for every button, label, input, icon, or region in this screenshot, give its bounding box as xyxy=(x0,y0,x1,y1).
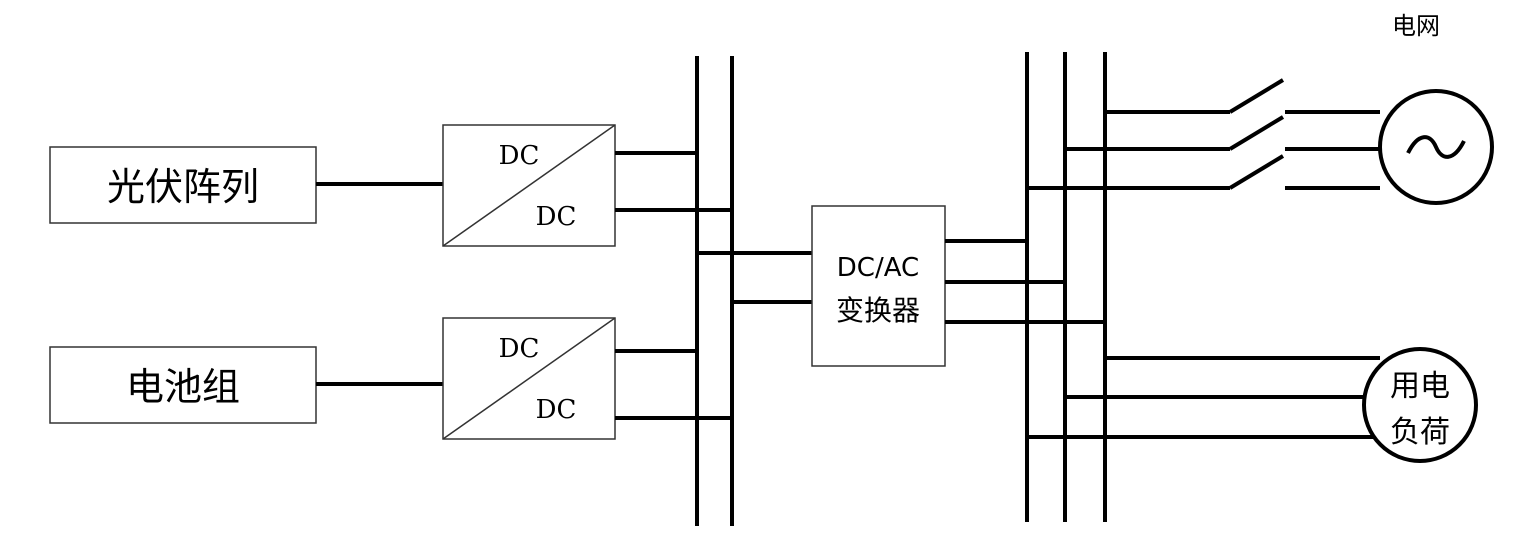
inverter-label-line2: 变换器 xyxy=(836,294,920,327)
grid-label: 电网 xyxy=(1392,12,1440,40)
inverter-label-line1: DC/AC xyxy=(837,253,919,283)
load-label-line2: 负荷 xyxy=(1390,415,1450,450)
battery-dcdc-bottom-label: DC xyxy=(536,395,577,425)
switch-blade-a xyxy=(1228,154,1285,190)
grid-switch-phase-a xyxy=(1027,154,1380,190)
pv-array-box xyxy=(49,146,317,224)
pv-array-label: 光伏阵列 xyxy=(107,165,259,209)
battery-dcdc-diagonal xyxy=(442,317,616,440)
pv-dcdc-diagonal xyxy=(442,124,616,247)
battery-label: 电池组 xyxy=(126,365,240,409)
load-circle xyxy=(1362,347,1478,463)
battery-dcdc-top-label: DC xyxy=(499,334,540,364)
load-label-line1: 用电 xyxy=(1390,369,1450,404)
electrical-load: 用电 负荷 xyxy=(1362,347,1478,463)
dcac-inverter: DC/AC 变换器 xyxy=(811,205,946,367)
pv-dcdc-converter: DC DC xyxy=(442,124,616,247)
pv-dcdc-bottom-label: DC xyxy=(536,202,577,232)
switch-blade-c xyxy=(1228,78,1285,114)
battery-block: 电池组 xyxy=(49,346,317,424)
pv-dcdc-top-label: DC xyxy=(499,141,540,171)
switch-blade-b xyxy=(1228,115,1285,151)
pv-array-block: 光伏阵列 xyxy=(49,146,317,224)
ac-sine-icon xyxy=(1406,135,1466,159)
grid-switch-phase-b xyxy=(1065,115,1380,151)
grid-source: 电网 xyxy=(1378,12,1494,205)
inverter-box xyxy=(811,205,946,367)
battery-box xyxy=(49,346,317,424)
battery-dcdc-converter: DC DC xyxy=(442,317,616,440)
grid-switch-phase-c xyxy=(1105,78,1380,114)
